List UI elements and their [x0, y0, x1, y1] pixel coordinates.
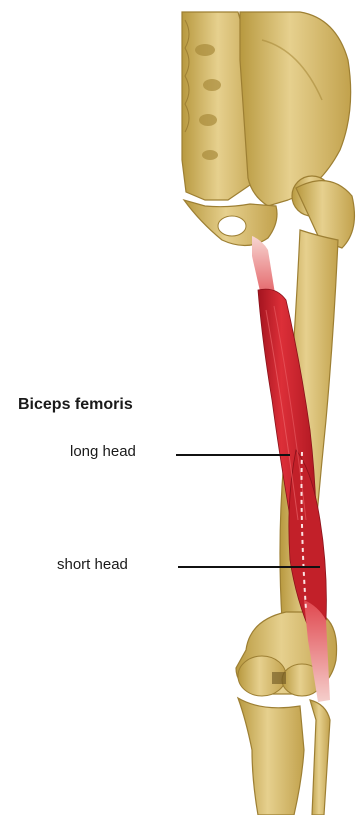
fibula — [310, 700, 330, 815]
diagram-title: Biceps femoris — [18, 396, 133, 414]
short-head-label: short head — [57, 556, 128, 573]
long-head-label: long head — [70, 443, 136, 460]
tibia — [238, 698, 304, 815]
